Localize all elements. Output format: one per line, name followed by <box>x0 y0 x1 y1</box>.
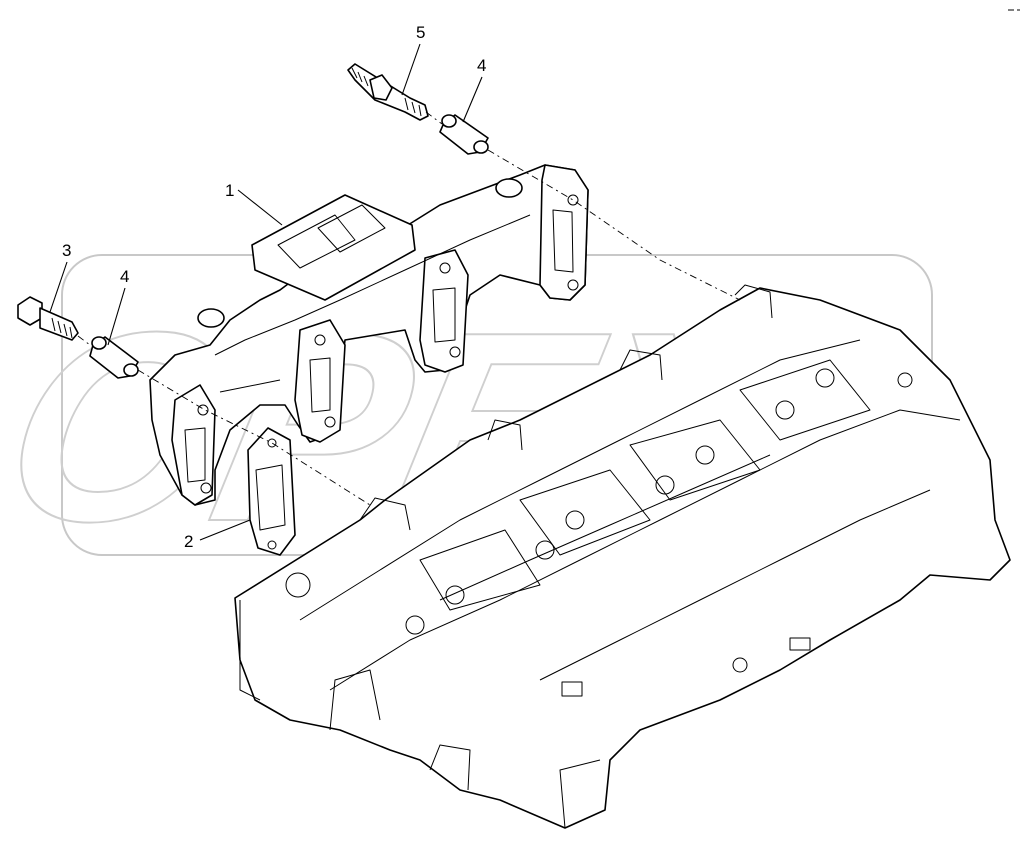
callout-3-label: 3 <box>62 241 71 260</box>
assembly-centerlines <box>77 111 741 506</box>
callout-2: 2 <box>184 519 251 551</box>
exhaust-gasket <box>247 427 296 556</box>
callout-5-label: 5 <box>416 23 425 42</box>
callout-4b: 4 <box>462 56 486 123</box>
callout-4b-label: 4 <box>477 56 486 75</box>
hex-bolt <box>17 296 79 341</box>
callout-5: 5 <box>401 23 425 96</box>
spacer-sleeve-upper <box>439 114 489 155</box>
callout-4a: 4 <box>107 267 129 346</box>
spacer-sleeve-lower <box>89 336 139 379</box>
cylinder-head <box>234 284 1011 829</box>
callout-4a-label: 4 <box>120 267 129 286</box>
callout-1-label: 1 <box>225 181 234 200</box>
callout-1: 1 <box>225 181 283 226</box>
exhaust-manifold <box>149 164 589 506</box>
callout-2-label: 2 <box>184 532 193 551</box>
callout-3: 3 <box>49 241 71 313</box>
stud-bolt <box>347 63 429 121</box>
